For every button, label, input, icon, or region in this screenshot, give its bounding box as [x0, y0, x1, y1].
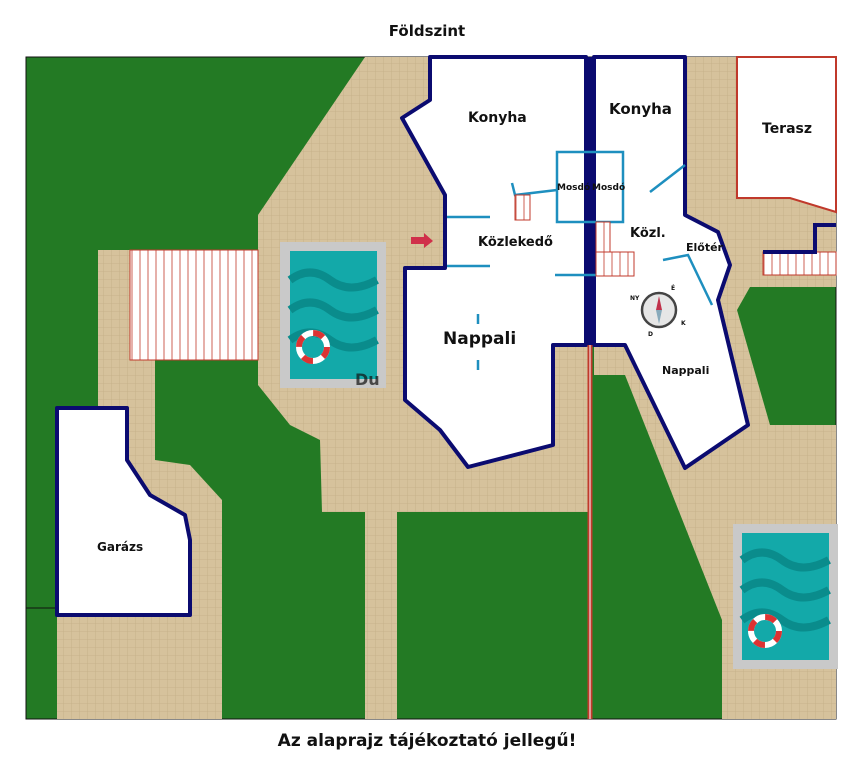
compass-icon: É NY D K — [630, 284, 686, 338]
room-label: Előtér — [686, 241, 724, 254]
watermark: Du — [355, 370, 380, 389]
room-label: Garázs — [97, 540, 143, 554]
entrance-arrow — [411, 233, 433, 248]
room-label: Nappali — [443, 329, 516, 349]
garage — [55, 406, 192, 617]
stairs-right — [762, 251, 837, 276]
stairs-left — [129, 249, 259, 361]
room-label: Konyha — [468, 110, 527, 126]
compass-n: É — [671, 284, 675, 292]
room-label: Terasz — [762, 121, 812, 137]
room-label: Mosdó — [557, 182, 590, 193]
house-right — [592, 55, 750, 470]
compass-s: D — [648, 331, 653, 338]
room-label: Nappali — [662, 364, 709, 377]
room-label: Mosdó — [592, 182, 625, 193]
disclaimer: Az alaprajz tájékoztató jellegű! — [277, 731, 577, 751]
room-label: Konyha — [609, 100, 672, 118]
room-label: Közlekedő — [478, 235, 553, 250]
house-left — [400, 55, 588, 469]
floor-title: Földszint — [388, 22, 466, 40]
terrace — [736, 56, 837, 214]
compass-w: NY — [630, 295, 640, 302]
compass-e: K — [681, 320, 686, 327]
room-label: Közl. — [630, 226, 666, 241]
